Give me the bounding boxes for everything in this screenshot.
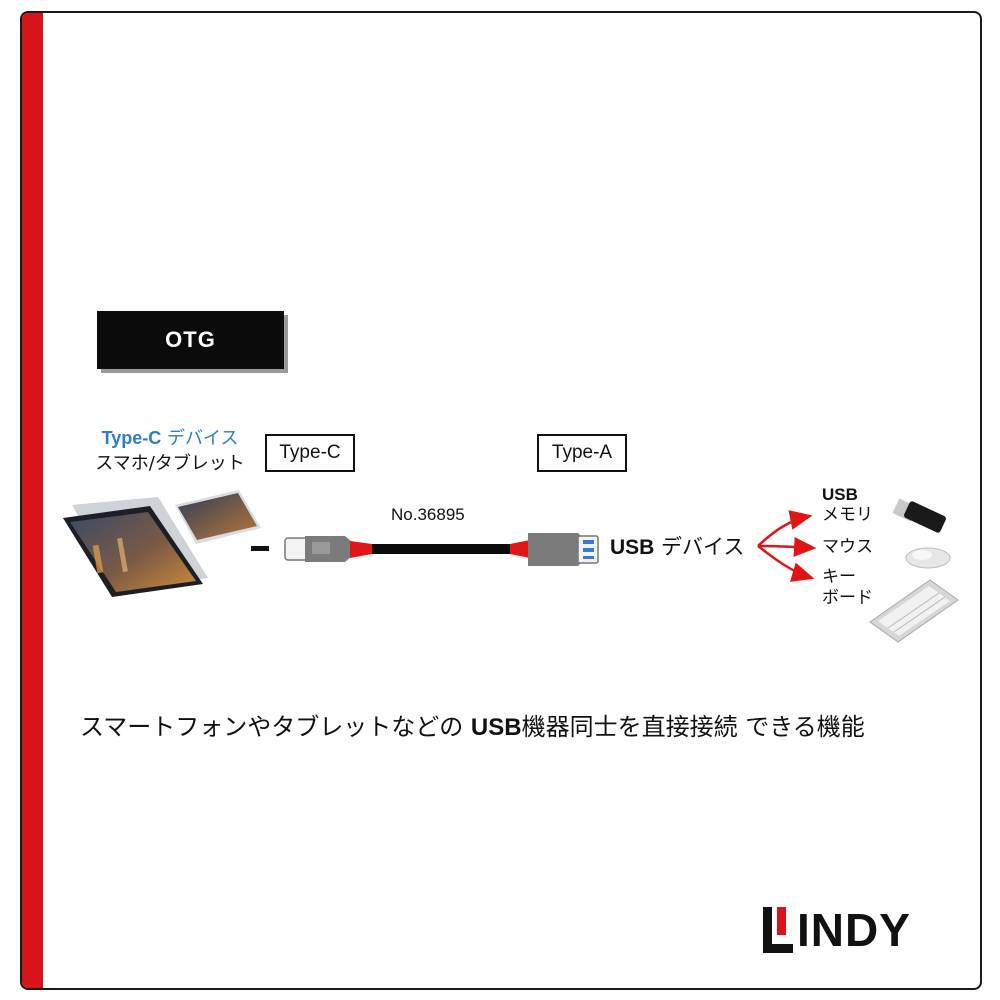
smartphone-image: [175, 490, 261, 544]
usb-device-label-rest: デバイス: [654, 535, 745, 559]
branch-arrows: [757, 510, 817, 582]
lindy-logo: INDY: [763, 903, 943, 957]
tablet-image: [63, 497, 208, 597]
target-keyboard: キー ボード: [822, 567, 873, 609]
usb-device-label-usb: USB: [610, 536, 655, 559]
logo-text: INDY: [797, 904, 911, 956]
feature-caption: スマートフォンやタブレットなどの USB機器同士を直接接続 できる機能: [80, 707, 865, 742]
target-usb-memory-line2: メモリ: [822, 505, 873, 525]
caption-part2: 機器同士を直接接続 できる機能: [521, 713, 865, 741]
brand-strip: [22, 13, 43, 988]
source-device-title: Type-C デバイス: [70, 426, 270, 451]
caption-usb: USB: [470, 714, 522, 741]
source-device-examples: スマホ/タブレット: [95, 453, 245, 474]
cable-model-number: No.36895: [391, 505, 465, 524]
device-label: デバイス: [161, 428, 239, 449]
mouse-image: [905, 547, 951, 569]
cable-image: [284, 533, 599, 566]
dash-mark: [251, 546, 269, 551]
caption-part1: スマートフォンやタブレットなどの: [80, 713, 471, 741]
target-keyboard-line2: ボード: [822, 588, 873, 608]
info-card: [20, 11, 982, 990]
target-usb-memory-line1: USB: [822, 485, 858, 504]
connector-label-type-c: Type-C: [265, 434, 355, 472]
usb-memory-image: [892, 498, 946, 533]
usb-device-label: USB デバイス: [610, 531, 744, 561]
logo-mark-icon: [763, 907, 793, 953]
target-usb-memory: USB メモリ: [822, 484, 873, 526]
type-c-label: Type-C: [101, 428, 162, 448]
otg-badge: OTG: [97, 311, 284, 369]
keyboard-image: [869, 579, 959, 643]
connector-label-type-a: Type-A: [537, 434, 627, 472]
target-mouse: マウス: [822, 537, 873, 557]
target-keyboard-line1: キー: [822, 567, 856, 587]
